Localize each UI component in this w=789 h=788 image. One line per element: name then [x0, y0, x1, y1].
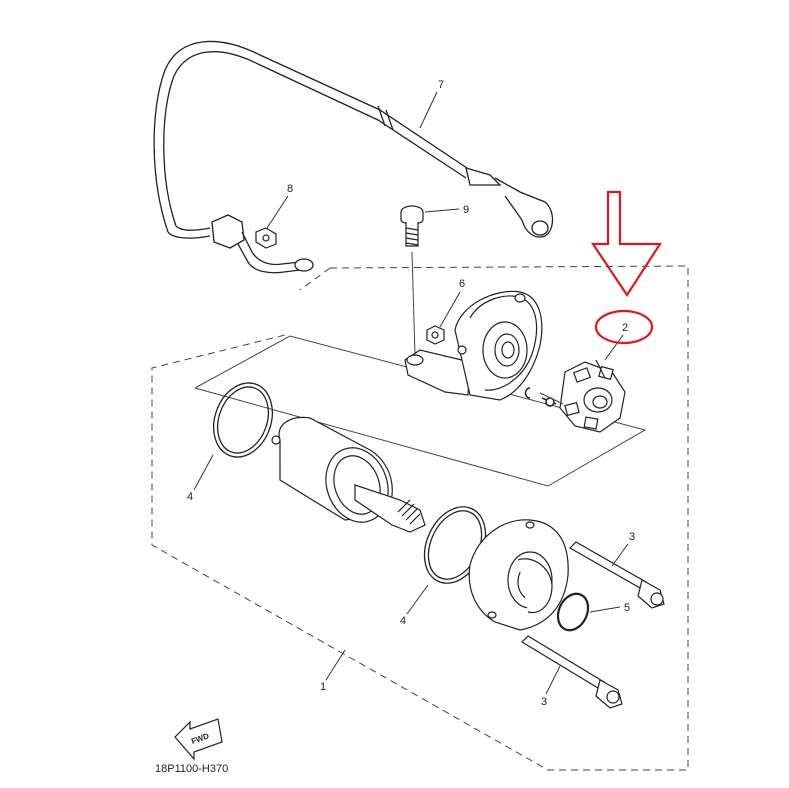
o-ring-part-4-upper — [213, 382, 273, 458]
callout-7: 7 — [438, 79, 444, 91]
long-bolt-part-3-upper — [569, 541, 665, 609]
callout-9: 9 — [463, 204, 469, 216]
callout-labels: 7 8 9 6 2 3 5 3 4 4 1 — [187, 79, 635, 708]
callout-1: 1 — [320, 681, 326, 693]
callout-5: 5 — [624, 602, 630, 614]
brush-guide-line — [539, 392, 564, 405]
motor-yoke — [271, 416, 426, 533]
diagram-code: 18P1100-H370 — [155, 763, 228, 775]
subassembly-frame — [194, 335, 647, 487]
assembly-outline — [151, 265, 689, 771]
highlight-annotation — [590, 190, 663, 345]
callout-3-upper: 3 — [629, 531, 635, 543]
highlight-circle — [594, 309, 654, 345]
callout-4-upper: 4 — [187, 491, 193, 503]
callout-3-lower: 3 — [541, 696, 547, 708]
brush-holder-part-2 — [559, 359, 626, 433]
starter-cable — [153, 40, 554, 274]
bolt-part-9 — [400, 205, 424, 247]
bolt-guide-line — [411, 251, 416, 356]
o-ring-part-5 — [556, 592, 590, 632]
rear-cover-housing — [404, 290, 543, 401]
nut-part-6 — [426, 325, 445, 345]
callout-2: 2 — [622, 322, 628, 334]
nut-part-8 — [255, 227, 277, 249]
callout-4-lower: 4 — [400, 615, 406, 627]
highlight-arrow — [590, 190, 663, 298]
callout-8: 8 — [287, 183, 293, 195]
fwd-indicator: FWD — [174, 718, 223, 761]
leader-lines — [193, 91, 629, 695]
callout-6: 6 — [459, 278, 465, 290]
front-cover — [468, 519, 569, 631]
long-bolt-part-3-lower — [521, 635, 623, 709]
clip-and-screw — [524, 387, 557, 407]
